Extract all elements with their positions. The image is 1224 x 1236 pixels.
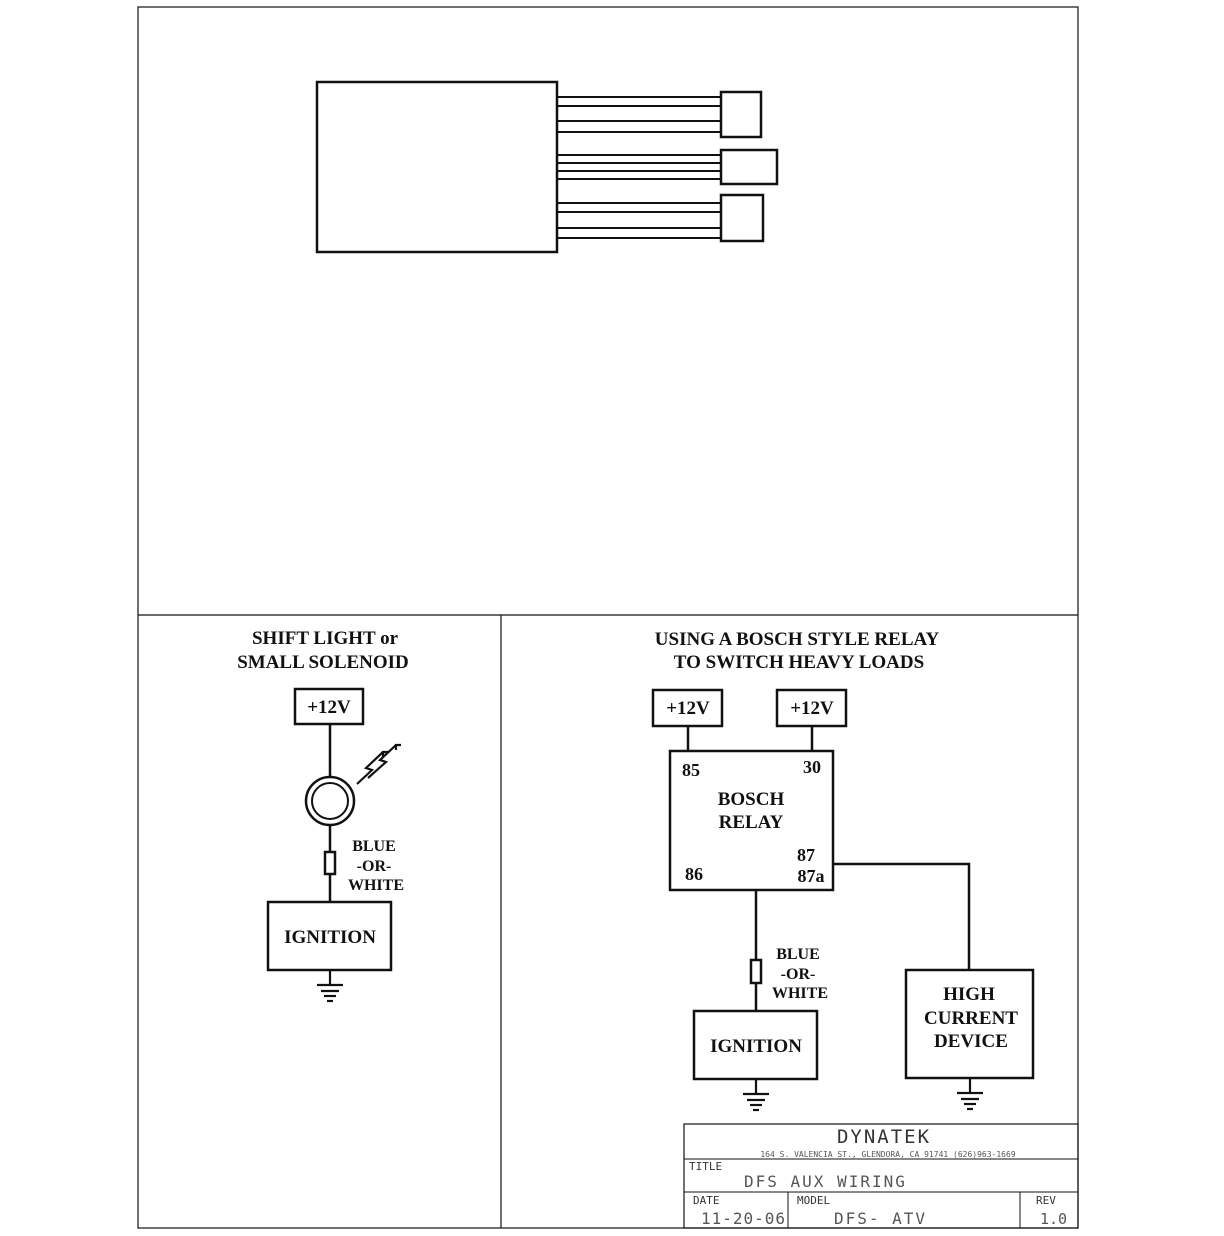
drawing-revision: 1.0 <box>1040 1210 1067 1228</box>
left-ignition-box <box>266 900 393 972</box>
left-ignition-label: IGNITION <box>284 927 376 948</box>
date-label: DATE <box>693 1194 720 1207</box>
wire-harness-middle <box>557 154 721 180</box>
wire-harness-top <box>557 96 721 133</box>
control-module-box <box>315 80 559 254</box>
relay-12v-label-30: +12V <box>790 698 834 719</box>
relay-pin-30: 30 <box>803 757 821 777</box>
left-fuse-icon <box>323 850 337 876</box>
relay-pin-86: 86 <box>685 864 703 884</box>
light-emission-icon <box>356 743 401 785</box>
left-wire-color-line2: -OR- <box>357 858 392 875</box>
bosch-relay-box <box>668 749 835 892</box>
relay-wire-color-line2: -OR- <box>781 966 816 983</box>
relay-to-load-wire <box>833 862 971 970</box>
right-title-line1: USING A BOSCH STYLE RELAY <box>655 629 940 650</box>
load-label-line1: HIGH <box>943 984 995 1005</box>
company-address: 164 S. VALENCIA ST., GLENDORA, CA 91741 … <box>760 1150 1015 1159</box>
relay-pin-87: 87 <box>797 845 815 865</box>
left-wire-color-line1: BLUE <box>352 838 396 855</box>
left-title-line1: SHIFT LIGHT or <box>252 628 399 649</box>
left-title-line2: SMALL SOLENOID <box>237 652 409 673</box>
company-name: DYNATEK <box>837 1126 931 1148</box>
relay-label-line1: BOSCH <box>718 789 785 810</box>
load-ground-icon <box>957 1078 983 1111</box>
relay-pin-87a: 87a <box>798 866 825 886</box>
relay-label-line2: RELAY <box>719 812 784 833</box>
relay-ignition-ground-icon <box>743 1079 769 1112</box>
rev-label: REV <box>1036 1194 1056 1207</box>
relay-pin-85: 85 <box>682 760 700 780</box>
connector-bottom <box>719 193 765 243</box>
title-label: TITLE <box>689 1160 722 1173</box>
sheet-border <box>137 6 1079 1229</box>
relay-wire-color-line3: WHITE <box>772 985 828 1002</box>
shift-light-circuit: SHIFT LIGHT or SMALL SOLENOID +12V BLUE … <box>237 628 409 1003</box>
model-label: MODEL <box>797 1194 830 1207</box>
relay-wire-color-line1: BLUE <box>776 946 820 963</box>
title-block: DYNATEK 164 S. VALENCIA ST., GLENDORA, C… <box>683 1123 1079 1229</box>
right-title-line2: TO SWITCH HEAVY LOADS <box>674 652 924 673</box>
relay-12v-label-85: +12V <box>666 698 710 719</box>
load-label-line2: CURRENT <box>924 1008 1018 1029</box>
left-12v-supply-box <box>293 687 365 726</box>
left-wire-color-line3: WHITE <box>348 877 404 894</box>
relay-12v-supply-box-30 <box>775 688 848 728</box>
relay-ignition-label: IGNITION <box>710 1036 802 1057</box>
connector-top <box>719 90 763 139</box>
left-12v-label: +12V <box>307 697 351 718</box>
drawing-title: DFS AUX WIRING <box>744 1172 907 1191</box>
connector-middle <box>719 148 779 186</box>
left-ground-icon <box>317 970 343 1003</box>
drawing-date: 11-20-06 <box>701 1209 786 1228</box>
bosch-relay-circuit: USING A BOSCH STYLE RELAY TO SWITCH HEAV… <box>651 629 1035 1112</box>
high-current-device-box <box>904 968 1035 1080</box>
control-module-drawing <box>315 80 779 254</box>
drawing-model: DFS- ATV <box>834 1209 927 1228</box>
load-label-line3: DEVICE <box>934 1031 1008 1052</box>
wire-harness-bottom <box>557 202 721 239</box>
relay-fuse-icon <box>749 958 763 985</box>
